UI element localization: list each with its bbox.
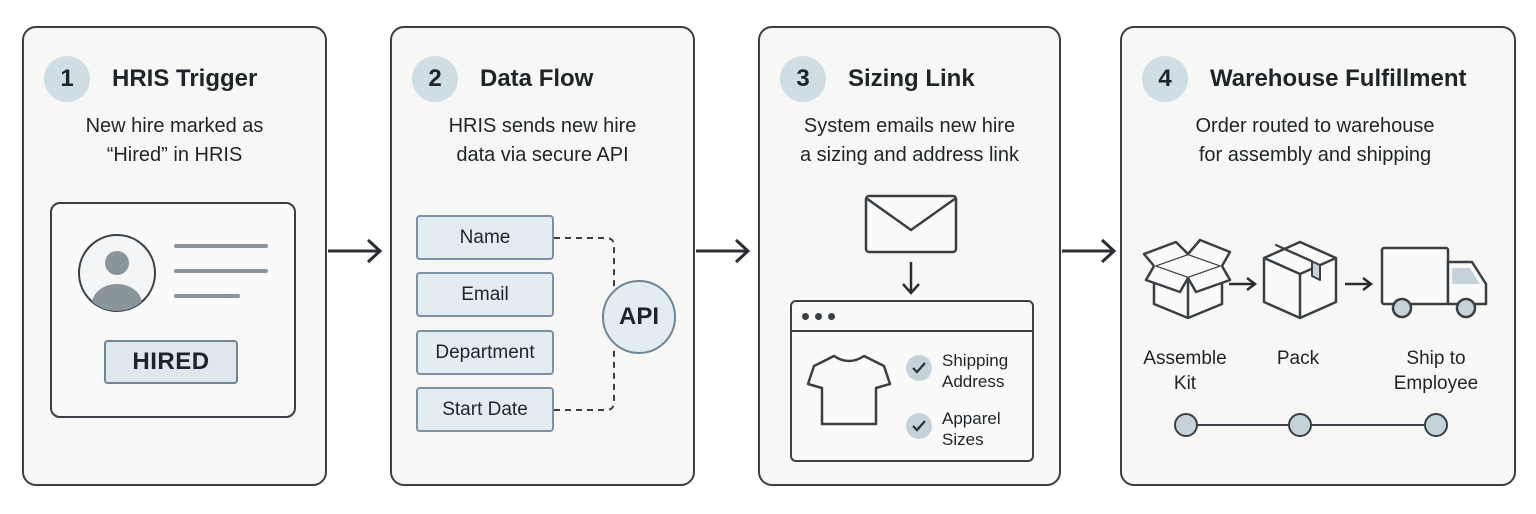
step-title: Data Flow: [480, 65, 594, 92]
step-number-badge: 4: [1142, 56, 1188, 102]
step-panel-warehouse-fulfillment: 4 Warehouse Fulfillment Order routed to …: [1120, 26, 1516, 486]
api-node: API: [602, 280, 676, 354]
step-panel-data-flow: 2 Data Flow HRIS sends new hire data via…: [390, 26, 695, 486]
taped-box-icon: [1262, 240, 1338, 320]
step-title: Sizing Link: [848, 65, 975, 92]
step-description: Order routed to warehouse for assembly a…: [1195, 115, 1435, 166]
tshirt-icon: [806, 354, 892, 426]
browser-title-bar: [792, 302, 1032, 332]
check-icon: [906, 355, 932, 381]
step-panel-hris-trigger: 1 HRIS Trigger New hire marked as “Hired…: [22, 26, 327, 486]
hired-status-badge: HIRED: [104, 340, 238, 384]
checklist-item-apparel-sizes: Apparel Sizes: [906, 408, 1001, 450]
api-connector-lines: [554, 237, 615, 411]
flow-arrow-icon: [696, 238, 751, 264]
stage-label-pack: Pack: [1276, 348, 1320, 369]
truck-icon: [1380, 246, 1488, 319]
data-field-name: Name: [416, 215, 554, 260]
step-header: 4 Warehouse Fulfillment: [1142, 56, 1466, 102]
employee-profile-card: HIRED: [50, 202, 296, 418]
flow-arrow-icon: [328, 238, 383, 264]
step-title: HRIS Trigger: [112, 65, 258, 92]
stage-label-ship-to-employee: Ship to Employee: [1393, 348, 1479, 394]
fulfillment-progress-timeline: [1174, 413, 1448, 437]
down-arrow-icon: [902, 262, 920, 295]
envelope-icon: [864, 194, 958, 254]
data-field-start-date: Start Date: [416, 387, 554, 432]
profile-text-lines: [174, 244, 268, 298]
sizing-form-browser-window: Shipping Address Apparel Sizes: [790, 300, 1034, 462]
step-header: 1 HRIS Trigger: [44, 56, 257, 102]
avatar-icon: [78, 234, 156, 312]
step-header: 3 Sizing Link: [780, 56, 975, 102]
data-field-department: Department: [416, 330, 554, 375]
step-number-badge: 1: [44, 56, 90, 102]
step-panel-sizing-link: 3 Sizing Link System emails new hire a s…: [758, 26, 1061, 486]
flow-arrow-icon: [1062, 238, 1117, 264]
step-number-badge: 2: [412, 56, 458, 102]
step-number-badge: 3: [780, 56, 826, 102]
data-field-email: Email: [416, 272, 554, 317]
step-description: HRIS sends new hire data via secure API: [448, 115, 637, 166]
right-arrow-icon: [1345, 277, 1374, 291]
step-description: System emails new hire a sizing and addr…: [799, 115, 1019, 166]
step-header: 2 Data Flow: [412, 56, 593, 102]
open-box-icon: [1142, 238, 1232, 320]
checklist-item-shipping-address: Shipping Address: [906, 350, 1008, 392]
right-arrow-icon: [1229, 277, 1258, 291]
step-description: New hire marked as “Hired” in HRIS: [85, 115, 264, 166]
step-title: Warehouse Fulfillment: [1210, 65, 1467, 92]
stage-label-assemble-kit: Assemble Kit: [1143, 348, 1227, 394]
check-icon: [906, 413, 932, 439]
